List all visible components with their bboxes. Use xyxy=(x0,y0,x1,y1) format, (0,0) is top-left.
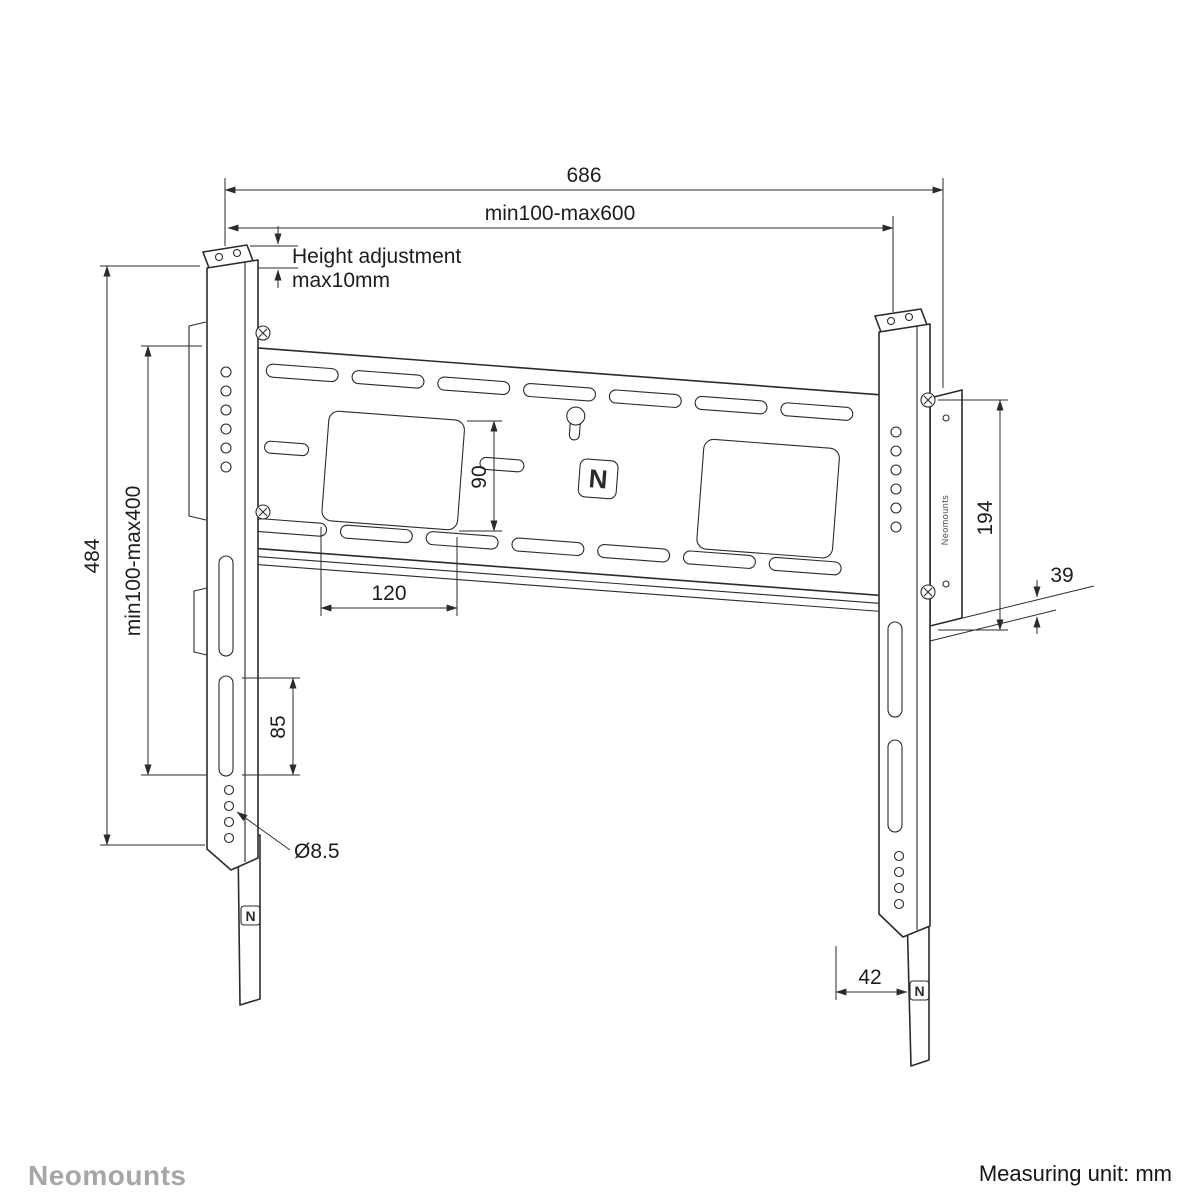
right-bracket-screws xyxy=(920,392,936,600)
bracket-slot xyxy=(887,739,903,833)
plate-slot xyxy=(780,402,854,421)
dim-height-adjustment: Height adjustment max10mm xyxy=(250,226,461,292)
dim-label-depth: 39 xyxy=(1050,564,1073,587)
plate-slot xyxy=(597,543,671,563)
plate-slot xyxy=(511,537,585,557)
left-bracket-tab xyxy=(193,587,208,656)
plate-slot xyxy=(264,440,310,457)
logo-letter: N xyxy=(245,908,255,924)
neomounts-logo-icon: N xyxy=(577,458,619,500)
left-bracket xyxy=(188,244,259,871)
dim-cutout-width: 120 xyxy=(320,527,458,616)
dim-label-strap-offset: 42 xyxy=(858,966,881,989)
dim-label-total-width: 686 xyxy=(566,164,601,187)
dim-slot-spacing: 85 xyxy=(242,677,300,776)
dim-width-range: min100-max600 xyxy=(227,202,894,312)
dim-bracket-plate-height: 194 xyxy=(938,399,1008,631)
dim-label-cutout-width: 120 xyxy=(371,582,406,605)
bracket-slot xyxy=(218,675,234,777)
right-bracket-body xyxy=(878,323,931,938)
left-bracket-screws xyxy=(255,325,271,520)
dim-label-hole-diameter: Ø8.5 xyxy=(294,840,340,863)
plate-slot xyxy=(339,524,413,544)
bracket-slot xyxy=(887,621,903,718)
plate-slot xyxy=(523,382,596,402)
plate-slot xyxy=(437,376,511,396)
plate-slot xyxy=(351,370,425,389)
right-bracket: Neomounts xyxy=(874,308,963,938)
plate-slot xyxy=(694,395,768,415)
dim-height-range: min100-max400 xyxy=(122,345,207,776)
side-plate-brand-label: Neomounts xyxy=(940,495,950,546)
wall-plate: N xyxy=(211,344,897,612)
plate-slot xyxy=(425,531,499,550)
bracket-slot xyxy=(218,555,234,657)
dim-label-height-adjustment-2: max10mm xyxy=(292,269,390,292)
logo-letter: N xyxy=(914,983,924,999)
dim-label-bracket-plate-height: 194 xyxy=(974,500,997,535)
neomounts-logo-icon: N xyxy=(909,980,930,1001)
dim-hole-diameter: Ø8.5 xyxy=(236,811,340,863)
logo-letter: N xyxy=(588,463,609,494)
wall-plate-flange-line xyxy=(211,560,881,612)
wall-plate-flange-line xyxy=(212,552,881,604)
dim-label-slot-spacing: 85 xyxy=(267,715,290,738)
dim-total-width: 686 xyxy=(224,164,944,388)
measuring-unit-note: Measuring unit: mm xyxy=(978,1161,1172,1186)
left-bracket-hook xyxy=(188,321,207,521)
dim-strap-offset: 42 xyxy=(835,946,908,1000)
dim-label-height-range: min100-max400 xyxy=(122,486,145,637)
plate-slot xyxy=(608,389,682,408)
neomounts-brand-logo: Neomounts xyxy=(28,1160,187,1191)
plate-slot xyxy=(682,550,756,569)
dim-label-cutout-height: 90 xyxy=(468,465,491,488)
dim-label-total-height: 484 xyxy=(81,538,104,573)
plate-cutout-right xyxy=(696,438,840,559)
keyhole-slot xyxy=(566,406,586,441)
dim-label-width-range: min100-max600 xyxy=(485,202,636,225)
plate-slot xyxy=(265,363,339,383)
dim-label-height-adjustment-1: Height adjustment xyxy=(292,245,461,268)
plate-cutout-left xyxy=(321,410,465,531)
dim-depth: 39 xyxy=(929,564,1095,642)
plate-slot xyxy=(768,556,842,576)
dim-cutout-height: 90 xyxy=(459,420,502,532)
neomounts-logo-icon: N xyxy=(240,905,261,926)
dim-total-height: 484 xyxy=(81,265,205,846)
